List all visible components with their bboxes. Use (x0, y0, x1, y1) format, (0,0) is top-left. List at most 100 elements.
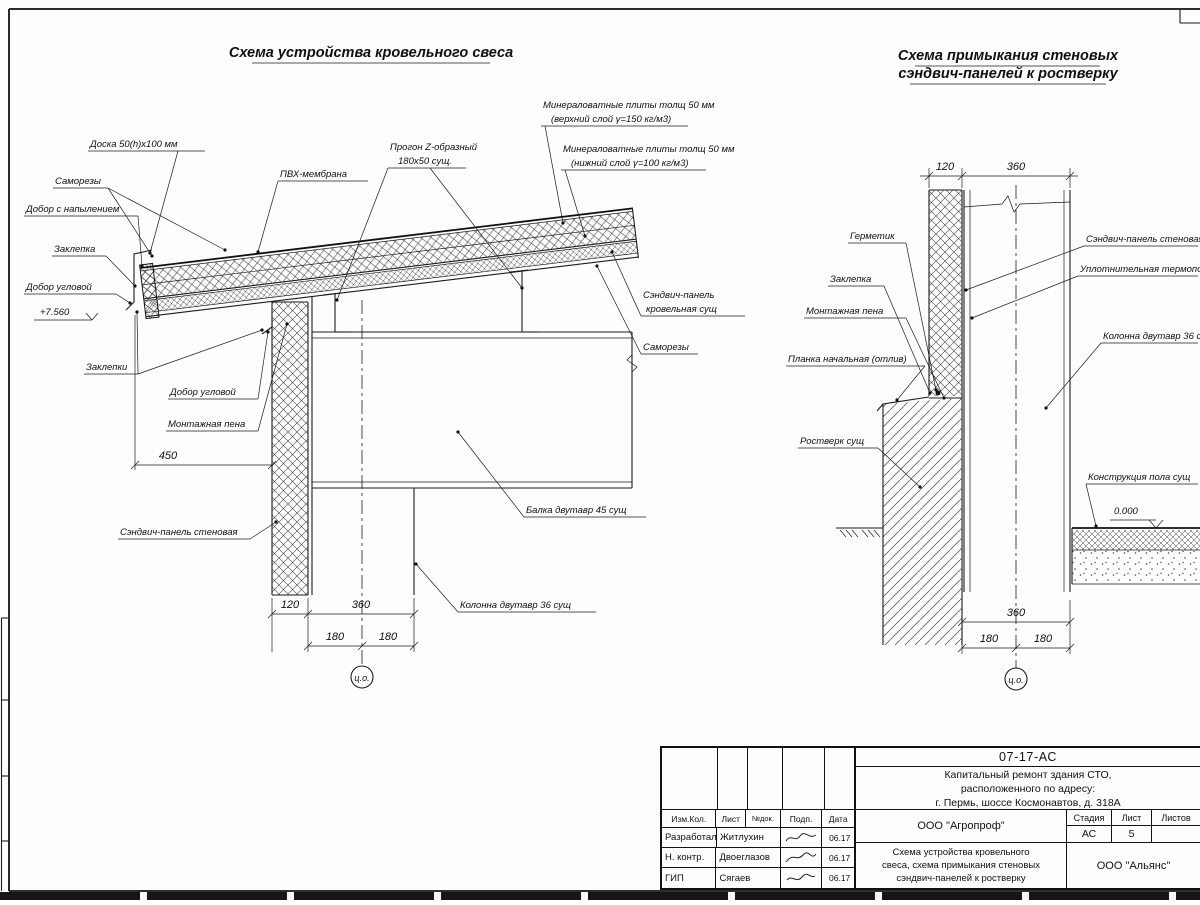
col-izm: Изм.Кол. (662, 810, 716, 828)
left-diagram: Схема устройства кровельного свеса (24, 45, 745, 688)
axis-mark-label-right: ц.о. (1008, 675, 1023, 685)
sheets-value (1152, 826, 1200, 842)
dim-180-rb: 180 (1034, 633, 1053, 645)
title-block-main: 07-17-АС Капитальный ремонт здания СТО, … (856, 748, 1200, 888)
stage-value: АС (1067, 826, 1112, 842)
name: Двоеглазов (716, 848, 780, 867)
label-starter-flashing: Планка начальная (отлив) (788, 354, 907, 365)
drawing-title: Схема устройства кровельного свеса, схем… (856, 843, 1067, 888)
project-line: Капитальный ремонт здания СТО, (856, 768, 1200, 782)
right-diagram-title-1: Схема примыкания стеновых (898, 48, 1119, 64)
label-purlin-2: 180х50 сущ. (398, 156, 452, 167)
label-board: Доска 50(h)х100 мм (89, 139, 178, 150)
dim-top-360: 360 (1007, 161, 1026, 173)
right-top-dims: 120 360 (920, 161, 1078, 188)
col-ndoc: №док. (746, 810, 781, 828)
label-corner-trim-2: Добор угловой (169, 387, 237, 398)
label-mineral-wool-top-1: Минераловатные плиты толщ 50 мм (543, 100, 715, 111)
signature (781, 868, 823, 888)
left-bottom-dims: 120 360 180 180 ц.о. (268, 598, 418, 688)
col-data: Дата (822, 810, 854, 828)
dim-180-a: 180 (326, 631, 345, 643)
label-mineral-wool-bottom-2: (нижний слой γ=100 кг/м3) (571, 158, 689, 169)
label-rivet-right: Заклепка (830, 274, 871, 285)
col-podp: Подп. (781, 810, 823, 828)
label-roof-panel-2: кровельная сущ (646, 304, 717, 315)
label-mounting-foam-right: Монтажная пена (806, 306, 883, 317)
label-column: Колонна двутавр 36 сущ (460, 600, 571, 611)
signature-scribble (783, 831, 819, 845)
label-column-right: Колонна двутавр 36 сущ (1103, 331, 1200, 342)
grillage-section (836, 391, 962, 646)
stage-header: Стадия (1067, 810, 1112, 825)
organization-1: ООО "Агропроф" (856, 810, 1067, 842)
label-roof-panel-1: Сэндвич-панель (643, 290, 714, 301)
sheet-header: Лист (1112, 810, 1152, 825)
dim-360: 360 (352, 599, 371, 611)
level-mark: 0.000 (1110, 506, 1163, 528)
dim-180-ra: 180 (980, 633, 999, 645)
organization-2: ООО "Альянс" (1067, 843, 1200, 888)
label-pvc-membrane: ПВХ-мембрана (280, 169, 347, 180)
dim-bottom-360: 360 (1007, 607, 1026, 619)
left-callouts-top: ПВХ-мембрана Прогон Z-образный 180х50 су… (256, 100, 745, 612)
date: 06.17 (822, 868, 854, 888)
title-block-signatures: Изм.Кол. Лист №док. Подп. Дата Разработа… (662, 748, 856, 888)
role: Н. контр. (662, 848, 716, 867)
label-mineral-wool-top-2: (верхний слой γ=150 кг/м3) (551, 114, 671, 125)
grillage-concrete (883, 398, 962, 645)
label-rivets: Заклепки (86, 362, 128, 373)
role: Разработал (662, 828, 717, 847)
label-level: 0.000 (1114, 506, 1138, 517)
label-wall-panel-right: Сэндвич-панель стеновая (1086, 234, 1200, 245)
elevation-mark: +7.560 (34, 307, 98, 320)
col-list: Лист (716, 810, 746, 828)
dim-450: 450 (159, 450, 178, 462)
break-line (964, 196, 1070, 212)
sheet-value: 5 (1112, 826, 1152, 842)
sheets-header: Листов (1152, 810, 1200, 825)
dim-top-120: 120 (936, 161, 955, 173)
signature-row: ГИП Сягаев 06.17 (662, 868, 854, 888)
label-mounting-foam: Монтажная пена (168, 419, 245, 430)
z-purlin-1 (323, 293, 341, 295)
wall-panel-section (272, 302, 308, 595)
label-sealant: Герметик (850, 231, 895, 242)
left-diagram-title: Схема устройства кровельного свеса (229, 45, 513, 61)
name: Житлухин (717, 828, 781, 847)
signature-row: Разработал Житлухин 06.17 (662, 828, 854, 848)
label-grillage: Ростверк сущ (800, 436, 864, 447)
right-diagram-title-2: сэндвич-панелей к ростверку (898, 66, 1118, 82)
revision-area (662, 748, 854, 810)
right-diagram: Схема примыкания стеновых сэндвич-панеле… (786, 48, 1200, 690)
label-thermal-strip: Уплотнительная термополоса (1079, 264, 1200, 275)
stage-sheet-table: Стадия Лист Листов АС 5 (1067, 810, 1200, 842)
title-block: Изм.Кол. Лист №док. Подп. Дата Разработа… (660, 746, 1200, 890)
date: 06.17 (822, 848, 854, 867)
dim-120: 120 (281, 599, 300, 611)
label-wall-panel: Сэндвич-панель стеновая (120, 527, 238, 538)
label-beam: Балка двутавр 45 сущ (526, 505, 626, 516)
label-corner-trim-1: Добор угловой (25, 282, 93, 293)
elevation-label: +7.560 (40, 307, 70, 318)
drawing-title-line: свеса, схема примыкания стеновых (856, 859, 1066, 872)
left-callouts: Доска 50(h)х100 мм Саморезы Добор с напы… (24, 139, 289, 539)
signature (781, 848, 823, 867)
signature (781, 828, 822, 847)
label-mineral-wool-bottom-1: Минераловатные плиты толщ 50 мм (563, 144, 735, 155)
label-purlin-1: Прогон Z-образный (390, 142, 478, 153)
signature-row: Н. контр. Двоеглазов 06.17 (662, 848, 854, 868)
label-screws-top: Саморезы (55, 176, 101, 187)
project-name: Капитальный ремонт здания СТО, расположе… (856, 767, 1200, 810)
drawing-title-line: Схема устройства кровельного (856, 846, 1066, 859)
role: ГИП (662, 868, 716, 888)
label-trim-sprayed: Добор с напылением (25, 204, 120, 215)
drawing-title-line: сэндвич-панелей к ростверку (856, 872, 1066, 885)
document-number: 07-17-АС (856, 748, 1200, 767)
label-floor: Конструкция пола сущ (1088, 472, 1190, 483)
floor-construction (1072, 528, 1200, 584)
label-rivet: Заклепка (54, 244, 95, 255)
name: Сягаев (716, 868, 780, 888)
signature-scribble (783, 871, 819, 885)
